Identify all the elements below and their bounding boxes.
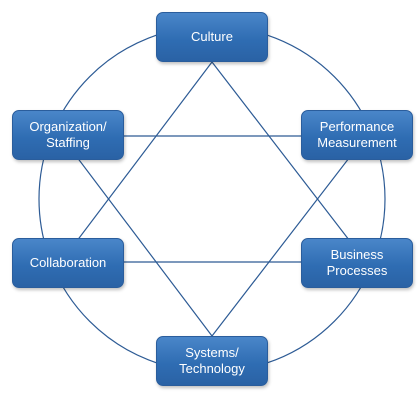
culture-node: Culture [156, 12, 268, 62]
organization-staffing-node: Organization/ Staffing [12, 110, 124, 160]
systems-technology-label: Systems/ Technology [179, 345, 245, 376]
culture-label: Culture [191, 29, 233, 44]
collaboration-node: Collaboration [12, 238, 124, 288]
triangle-up [59, 61, 368, 263]
systems-technology-node: Systems/ Technology [156, 336, 268, 386]
outer-circle [38, 25, 386, 373]
organization-staffing-label: Organization/ Staffing [29, 119, 107, 150]
performance-measurement-label: Performance Measurement [317, 119, 397, 150]
collaboration-label: Collaboration [29, 255, 107, 270]
triangle-down [59, 135, 368, 337]
business-processes-label: Business Processes [326, 247, 388, 278]
performance-measurement-node: Performance Measurement [301, 110, 413, 160]
business-processes-node: Business Processes [301, 238, 413, 288]
